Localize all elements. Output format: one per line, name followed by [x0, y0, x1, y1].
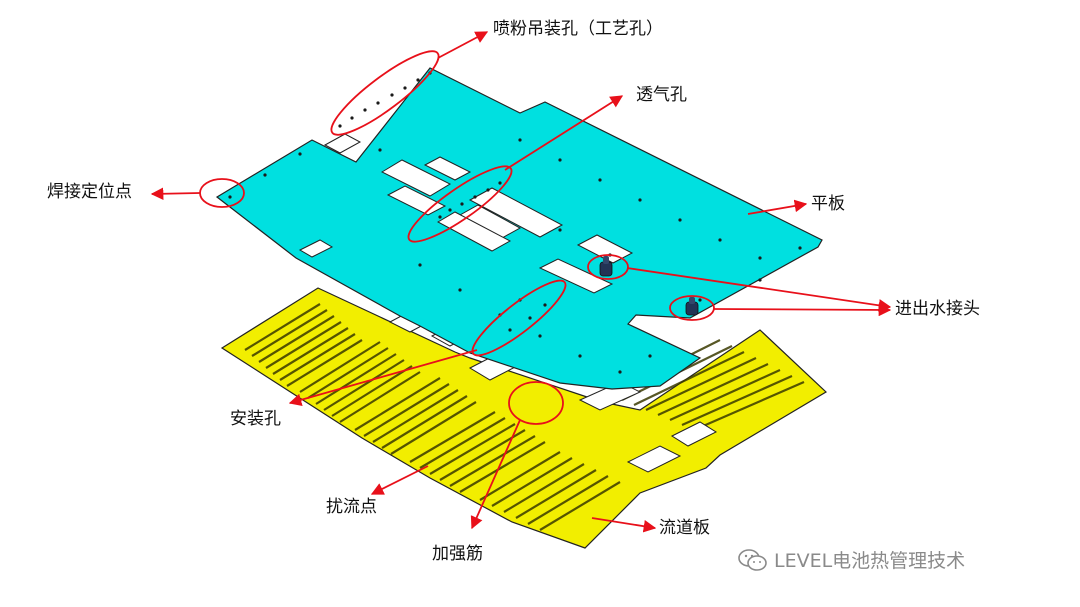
arrow-spray-hole [437, 31, 489, 59]
rib-label: 加强筋 [432, 544, 483, 564]
water-connector-label: 进出水接头 [895, 299, 980, 319]
plate-label: 平板 [811, 194, 845, 214]
arrow-connector-2 [713, 303, 892, 317]
arrow-weld-point [150, 187, 201, 201]
turbulence-point-label: 扰流点 [326, 497, 377, 517]
flow-plate-body [220, 287, 827, 549]
annotation-markers [199, 50, 715, 425]
arrow-connector-1 [626, 267, 892, 312]
watermark: LEVEL电池热管理技术 [738, 546, 965, 573]
arrow-flow-plate [591, 517, 657, 533]
wechat-icon [738, 548, 768, 572]
connector-marker-2 [669, 295, 715, 321]
mount-hole-marker [471, 279, 567, 357]
leader-arrows [150, 31, 892, 533]
spray-hole-marker [330, 50, 440, 136]
arrow-vent-hole [504, 95, 624, 171]
vent-hole-label: 透气孔 [636, 85, 687, 105]
flow-channels-left [244, 303, 621, 531]
arrow-rib [470, 419, 521, 530]
water-connectors [599, 256, 699, 316]
arrow-plate [747, 199, 808, 215]
rib-marker [508, 381, 564, 425]
mount-hole-label: 安装孔 [230, 409, 281, 429]
spray-hole-label: 喷粉吊装孔（工艺孔） [493, 19, 663, 39]
vent-hole-marker [407, 165, 513, 243]
weld-point-label: 焊接定位点 [47, 182, 132, 202]
connector-marker-1 [587, 254, 629, 280]
flow-plate-label: 流道板 [659, 518, 710, 538]
top-plate-slots [298, 133, 634, 294]
arrow-turbulence [370, 465, 429, 495]
arrow-mount-hole [288, 349, 478, 406]
watermark-text: LEVEL电池热管理技术 [774, 550, 966, 572]
